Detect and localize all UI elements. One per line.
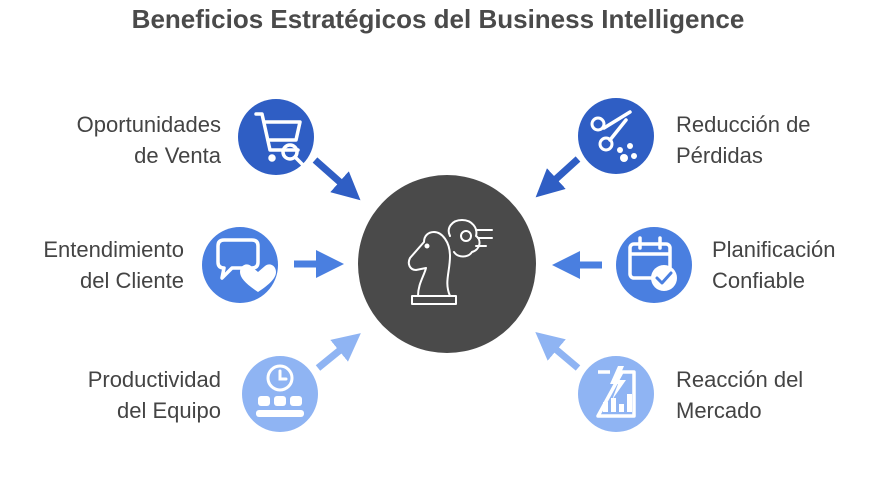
label-oportunidades: Oportunidades de Venta: [76, 112, 221, 168]
shopping-cart-search-icon: [254, 112, 304, 166]
chess-knight-with-brain-icon: [407, 219, 493, 305]
label-productividad: Productividad del Equipo: [87, 367, 221, 423]
calendar-check-icon: [628, 236, 677, 291]
circle-entendimiento: [202, 227, 278, 303]
arrow-reduccion: [535, 156, 581, 198]
circle-reduccion: [578, 98, 654, 174]
circle-reaccion: [578, 356, 654, 432]
arrow-oportunidades: [312, 157, 361, 201]
label-planificacion: Planificación Confiable: [712, 237, 836, 293]
center-hub: [358, 175, 536, 353]
label-entendimiento: Entendimiento del Cliente: [43, 237, 184, 293]
market-chart-lightning-icon: [596, 366, 636, 418]
circle-planificacion: [616, 227, 692, 303]
label-reaccion: Reacción del Mercado: [676, 367, 804, 423]
circle-productividad: [242, 356, 318, 432]
speech-bubble-heart-icon: [216, 238, 276, 292]
arrow-reaccion: [535, 331, 581, 371]
page-title: Beneficios Estratégicos del Business Int…: [131, 4, 745, 34]
circle-oportunidades: [238, 99, 314, 175]
arrow-productividad: [315, 333, 361, 371]
label-reduccion: Reducción de Pérdidas: [676, 112, 811, 168]
scissors-cut-icon: [590, 110, 637, 162]
clock-team-icon: [256, 364, 304, 417]
